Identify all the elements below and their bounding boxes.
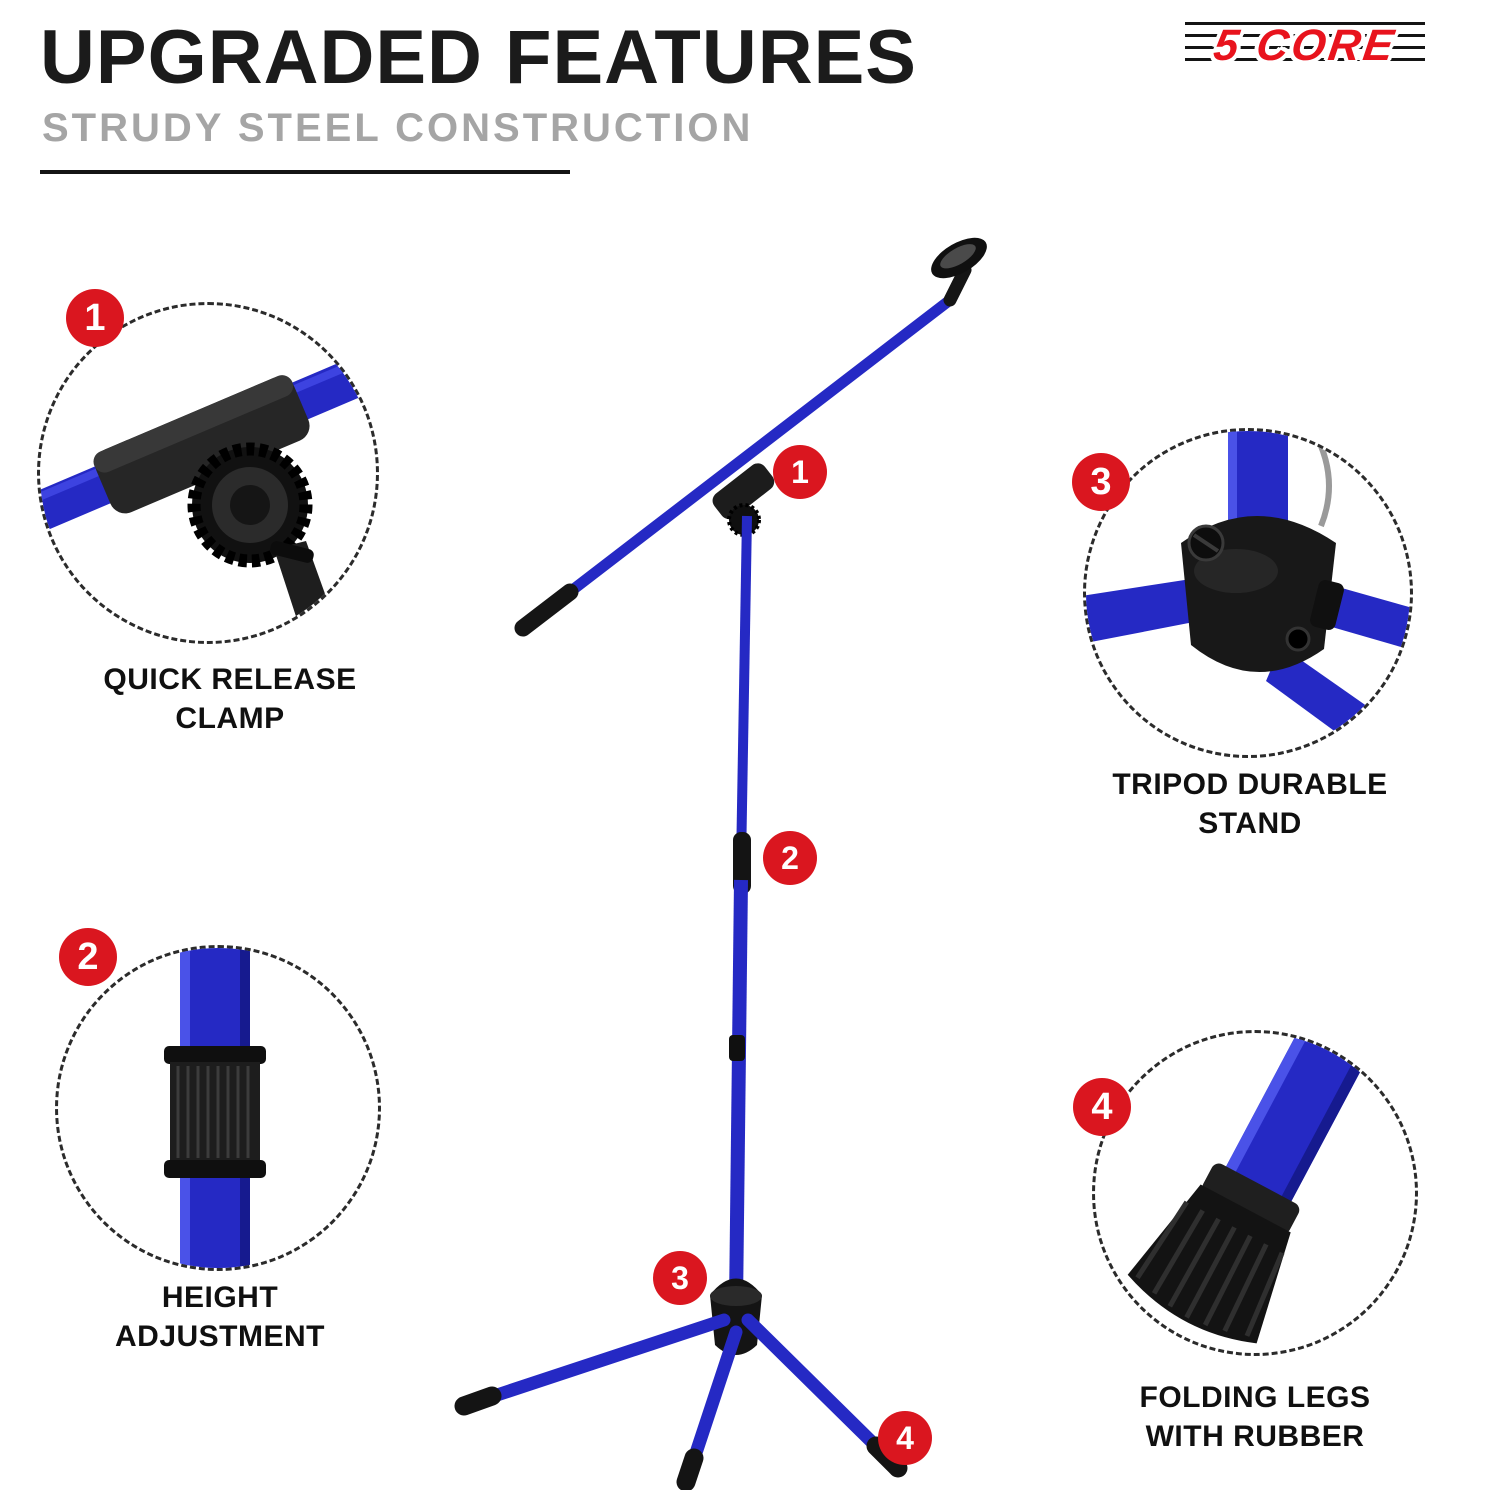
lower-pole [729, 879, 748, 1306]
right-leg [741, 1313, 889, 1459]
brand-name: 5 CORE [1210, 21, 1400, 70]
stand-marker-2-number: 2 [781, 839, 799, 876]
hub-left-leg [1086, 579, 1199, 643]
stand-marker-4: 4 [878, 1411, 932, 1465]
hub-top-tube-highlight [1228, 431, 1237, 531]
mic-holder-neck [943, 263, 972, 307]
left-leg [475, 1313, 731, 1407]
hub-top-tube [1228, 431, 1288, 531]
leg-tube [1221, 1033, 1391, 1210]
boom-clamp [712, 463, 775, 520]
hub-lower-leg [1266, 646, 1371, 741]
inset-height-adjustment [55, 945, 381, 1271]
stand-marker-3-number: 3 [671, 1259, 689, 1296]
tripod-stand-drawing [1086, 431, 1410, 741]
leg-clamp [1310, 580, 1344, 630]
leg-tube-shadow [1277, 1033, 1391, 1210]
callout-badge-3: 3 [1072, 453, 1130, 511]
stand-marker-2: 2 [763, 831, 817, 885]
clamp-knob-knurl [727, 503, 761, 537]
height-adjustment-drawing [164, 948, 266, 1268]
rubber-foot [1127, 1184, 1291, 1344]
page-title: UPGRADED FEATURES [40, 15, 917, 100]
quick-release-clamp-drawing [40, 348, 376, 641]
stand-marker-3: 3 [653, 1251, 707, 1305]
stand-marker-4-number: 4 [896, 1419, 914, 1456]
callout-badge-1: 1 [66, 289, 124, 347]
cable [1310, 431, 1332, 528]
caption-folding-legs: FOLDING LEGS WITH RUBBER [1139, 1381, 1371, 1453]
caption-tripod-stand: TRIPOD DURABLE STAND [1112, 768, 1388, 840]
callout-badge-2: 2 [59, 928, 117, 986]
inset-folding-legs [1092, 1030, 1418, 1356]
stand-marker-1-number: 1 [791, 453, 809, 490]
front-foot [676, 1448, 704, 1492]
coupler-ridges [176, 1066, 250, 1158]
callout-badge-4: 4 [1073, 1078, 1131, 1136]
rubber-foot-ridges [1135, 1200, 1285, 1337]
front-leg [685, 1325, 743, 1472]
callout-1-number: 1 [84, 296, 106, 339]
mic-stand-illustration [430, 220, 1010, 1492]
tripod-hub-top [710, 1286, 762, 1306]
inset-quick-release-clamp [37, 302, 379, 644]
leg-with-foot [1127, 1033, 1391, 1344]
cable-clip [729, 1035, 745, 1061]
upper-pole [736, 515, 752, 866]
subtitle-underline [40, 170, 570, 174]
stand-marker-1: 1 [773, 445, 827, 499]
boom-arm [517, 294, 956, 634]
caption-quick-release-clamp: QUICK RELEASE CLAMP [103, 663, 357, 735]
coupler-bottom-flange [164, 1160, 266, 1178]
foot-collar [1202, 1163, 1300, 1234]
callout-2-number: 2 [77, 935, 99, 978]
thumb-screw-wing [1192, 533, 1220, 553]
leg-tube-highlight [1221, 1033, 1335, 1181]
boom-counterweight [514, 583, 579, 637]
mic-stand-drawing [454, 237, 987, 1492]
pole-collar [270, 541, 314, 563]
brand-logo: 5 CORE [1185, 16, 1425, 76]
release-knob-center [230, 485, 270, 525]
clamp-body [93, 375, 310, 514]
logo-stripes [1185, 22, 1425, 68]
callout-3-number: 3 [1090, 460, 1112, 503]
mic-clip [931, 237, 987, 279]
hub-highlight [1194, 549, 1278, 593]
folding-leg-drawing [1127, 1033, 1391, 1344]
hub-bolt [1285, 626, 1311, 652]
page-subtitle: STRUDY STEEL CONSTRUCTION [42, 106, 754, 150]
inset-tripod-stand [1083, 428, 1413, 758]
pole-below-clamp [274, 541, 342, 641]
left-foot [454, 1386, 502, 1416]
coupler-top-flange [164, 1046, 266, 1064]
release-knob-knurl [187, 442, 313, 568]
height-adjust-knob [733, 832, 751, 894]
coupler-body [170, 1062, 260, 1162]
caption-height-adjustment: HEIGHT ADJUSTMENT [114, 1281, 325, 1353]
callout-4-number: 4 [1091, 1085, 1113, 1128]
